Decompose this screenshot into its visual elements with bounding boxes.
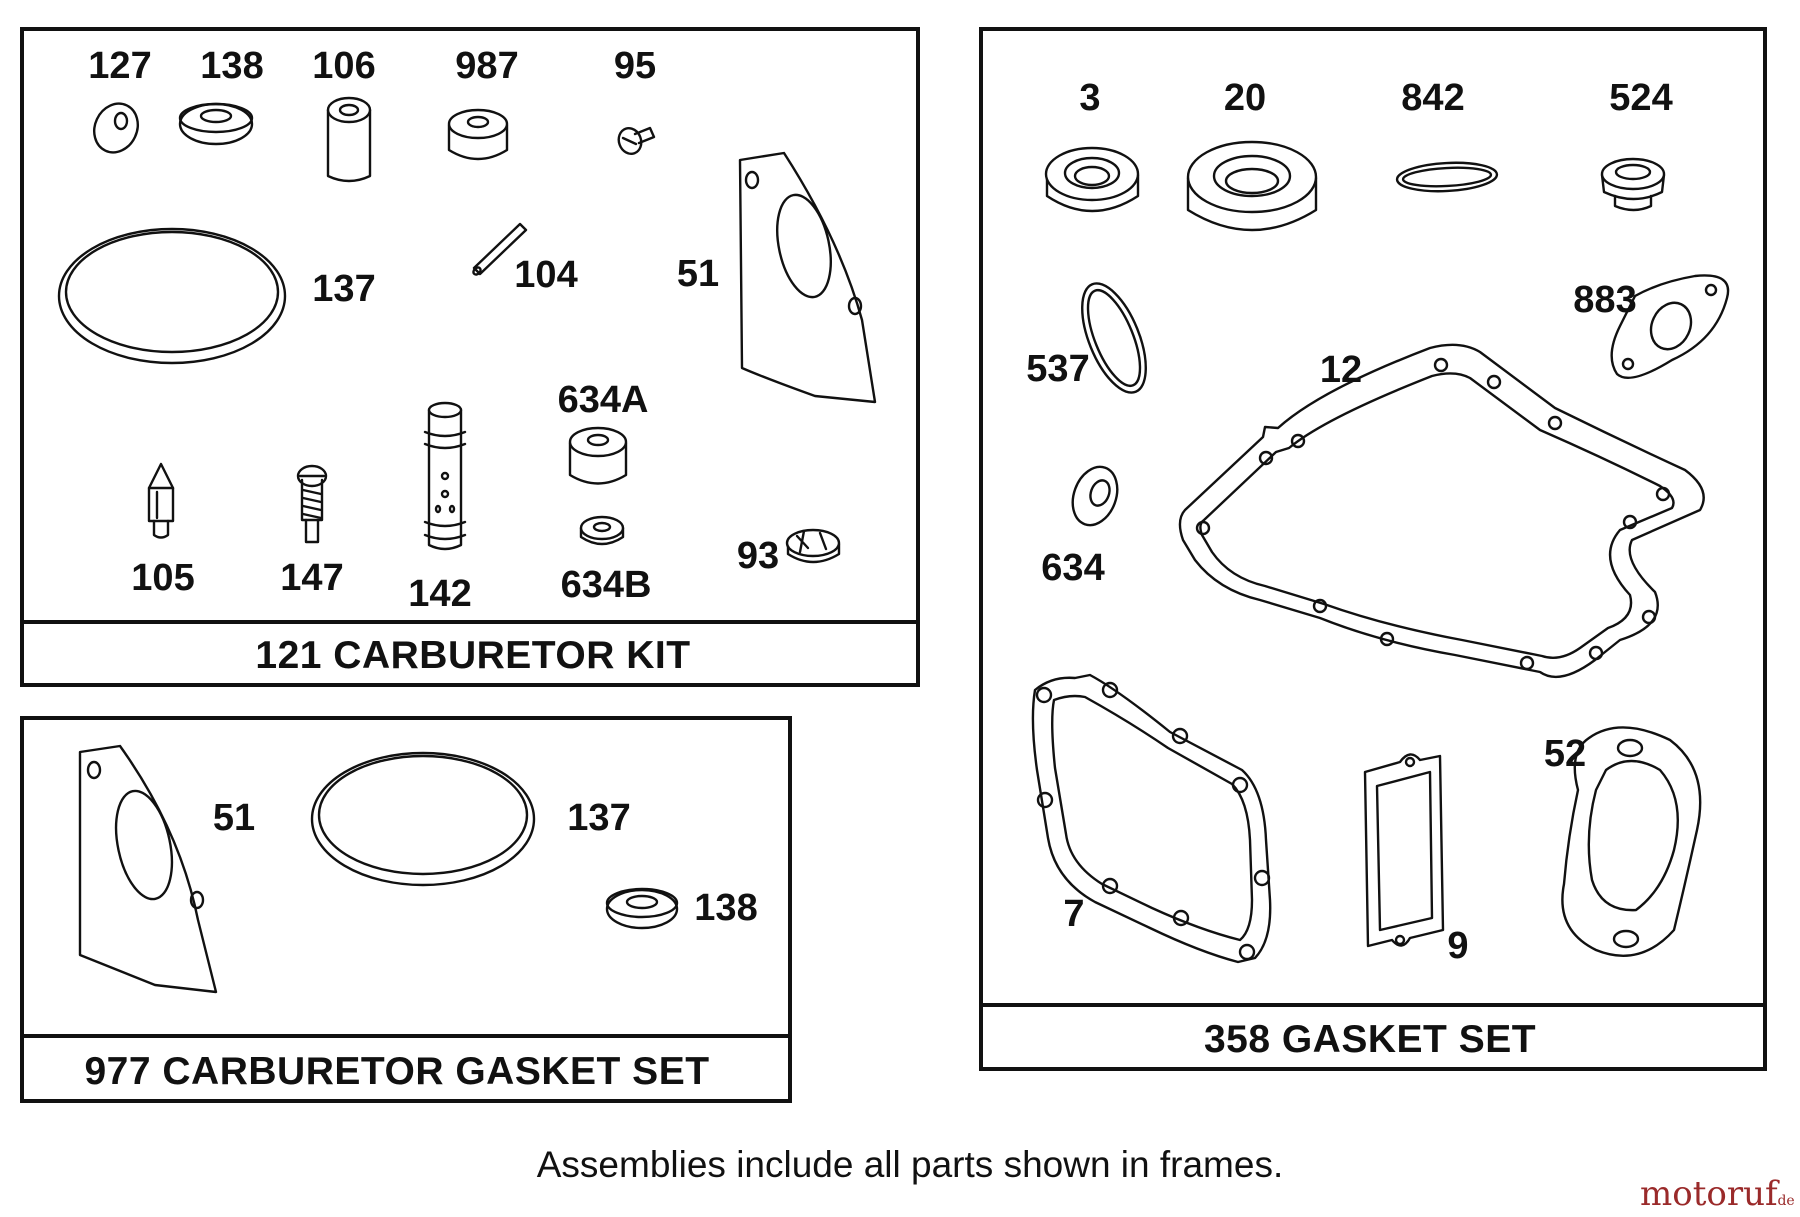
label-138: 138 bbox=[694, 887, 757, 929]
carburetor-gasket-set-border bbox=[20, 716, 792, 1103]
carburetor-gasket-set-title: 977 CARBURETOR GASKET SET bbox=[84, 1050, 709, 1093]
part-127-washer bbox=[93, 102, 139, 154]
part-634a-spacer bbox=[568, 426, 628, 485]
label-137: 137 bbox=[312, 268, 375, 310]
carburetor-gasket-set-frame: 977 CARBURETOR GASKET SET 51 137 138 bbox=[20, 716, 792, 1103]
part-137-gasket-ring bbox=[310, 751, 536, 887]
part-7-head-gasket bbox=[1031, 673, 1272, 964]
part-634b-washer bbox=[579, 515, 625, 546]
part-138-seal bbox=[605, 887, 679, 930]
watermark-suffix: .de bbox=[1773, 1193, 1795, 1209]
part-883-gasket bbox=[1610, 274, 1730, 379]
label-52: 52 bbox=[1544, 733, 1586, 775]
label-105: 105 bbox=[131, 557, 194, 599]
gasket-set-title: 358 GASKET SET bbox=[1204, 1018, 1536, 1061]
part-105-needle-valve bbox=[147, 462, 175, 539]
part-987-spacer bbox=[447, 108, 509, 161]
label-12: 12 bbox=[1320, 349, 1362, 391]
part-138-seal bbox=[178, 102, 254, 146]
part-52-gasket bbox=[1561, 726, 1702, 957]
part-51-plate bbox=[738, 151, 877, 404]
label-634: 634 bbox=[1041, 547, 1104, 589]
part-95-screw bbox=[617, 126, 656, 155]
part-537-o-ring bbox=[1081, 282, 1147, 394]
assemblies-caption: Assemblies include all parts shown in fr… bbox=[537, 1144, 1284, 1185]
label-7: 7 bbox=[1063, 893, 1084, 935]
label-104: 104 bbox=[514, 254, 577, 296]
label-51: 51 bbox=[677, 253, 719, 295]
carburetor-kit-frame: 121 CARBURETOR KIT bbox=[20, 27, 920, 687]
label-20: 20 bbox=[1224, 77, 1266, 119]
label-138: 138 bbox=[200, 45, 263, 87]
label-634a: 634A bbox=[558, 379, 649, 421]
label-987: 987 bbox=[455, 45, 518, 87]
part-12-crankcase-gasket bbox=[1178, 343, 1705, 679]
part-9-gasket bbox=[1363, 753, 1445, 948]
label-51: 51 bbox=[213, 797, 255, 839]
part-142-tube bbox=[423, 401, 467, 551]
label-142: 142 bbox=[408, 573, 471, 615]
carburetor-kit-border bbox=[20, 27, 920, 687]
label-93: 93 bbox=[737, 535, 779, 577]
label-137: 137 bbox=[567, 797, 630, 839]
label-127: 127 bbox=[88, 45, 151, 87]
label-95: 95 bbox=[614, 45, 656, 87]
part-3-oil-seal bbox=[1044, 146, 1140, 213]
part-104-pin bbox=[472, 222, 528, 276]
part-147-screw bbox=[296, 464, 328, 544]
label-842: 842 bbox=[1401, 77, 1464, 119]
part-93-cap bbox=[785, 528, 841, 564]
part-137-gasket-ring bbox=[57, 227, 287, 365]
label-524: 524 bbox=[1609, 77, 1672, 119]
label-106: 106 bbox=[312, 45, 375, 87]
watermark-logo: motoruf .de bbox=[1640, 1174, 1795, 1214]
part-634-washer bbox=[1071, 465, 1119, 527]
label-3: 3 bbox=[1079, 77, 1100, 119]
watermark-text: motoruf bbox=[1640, 1174, 1780, 1214]
part-51-plate bbox=[78, 744, 218, 994]
label-883: 883 bbox=[1573, 279, 1636, 321]
part-524-grommet bbox=[1600, 157, 1666, 212]
label-9: 9 bbox=[1447, 925, 1468, 967]
label-634b: 634B bbox=[561, 564, 652, 606]
label-537: 537 bbox=[1026, 348, 1089, 390]
part-20-oil-seal bbox=[1186, 140, 1318, 232]
part-106-bushing bbox=[326, 96, 372, 183]
carburetor-kit-title: 121 CARBURETOR KIT bbox=[255, 634, 690, 677]
gasket-set-border bbox=[979, 27, 1767, 1071]
label-147: 147 bbox=[280, 557, 343, 599]
part-842-o-ring bbox=[1395, 161, 1499, 193]
gasket-set-frame: 358 GASKET SET bbox=[979, 27, 1767, 1071]
